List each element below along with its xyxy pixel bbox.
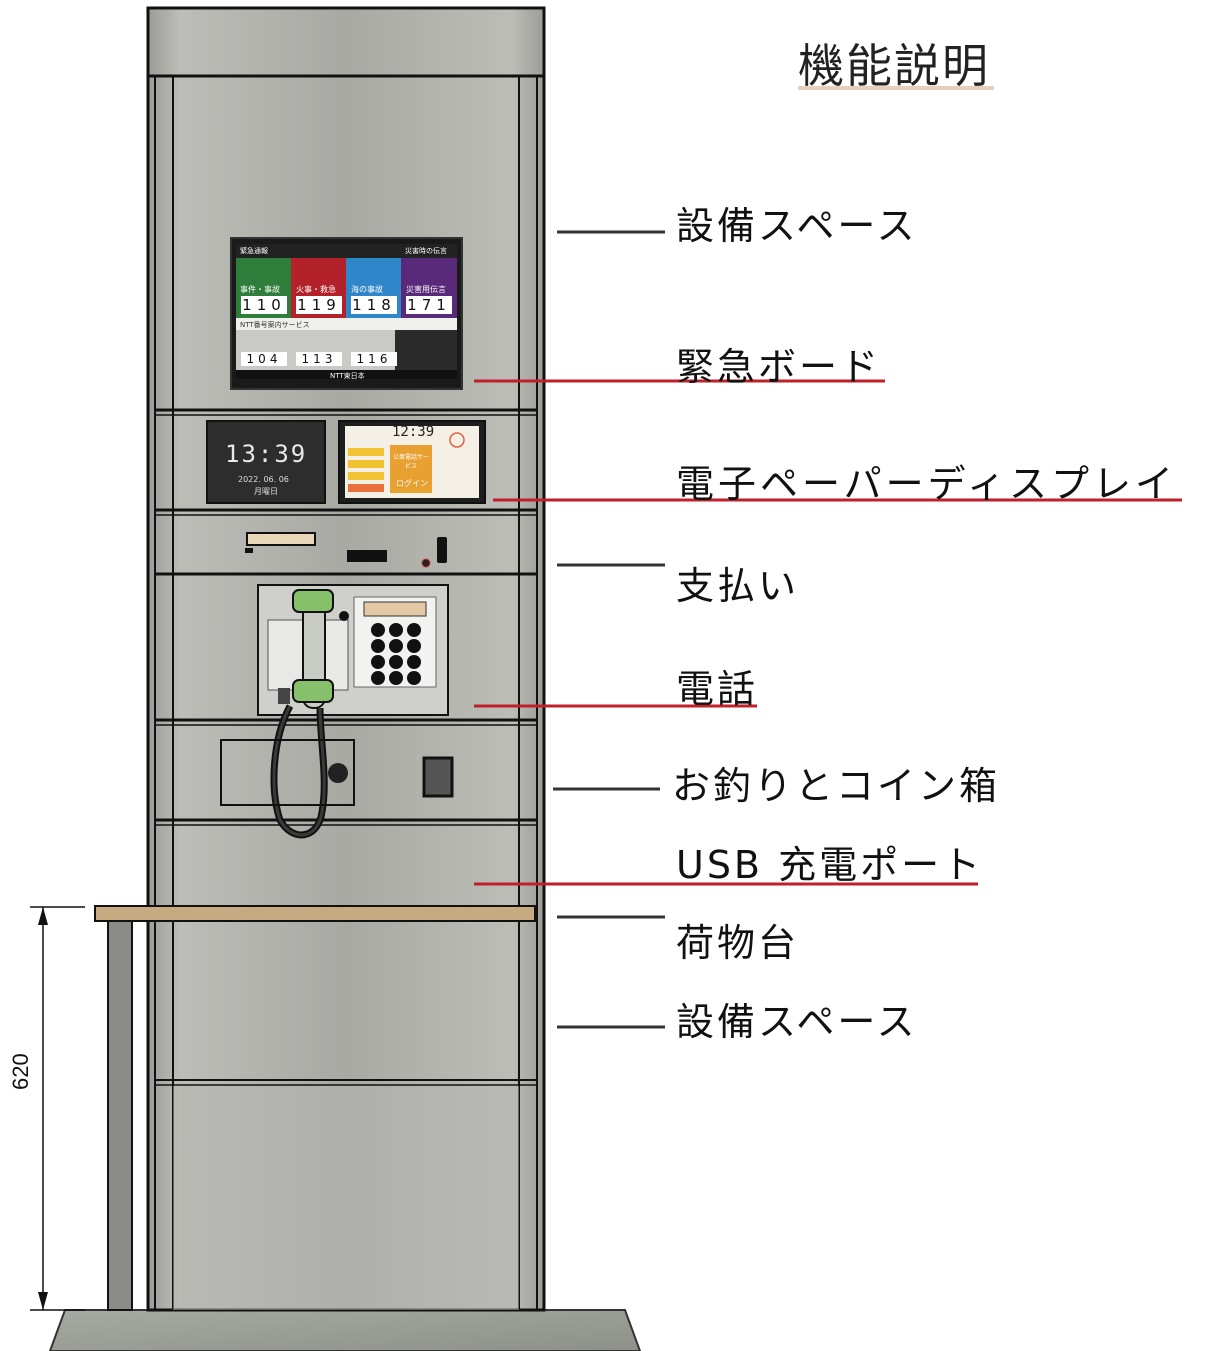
epaper-center: 公衆電話サービス: [393, 454, 430, 470]
tile-110-caption: 事件・事故: [240, 285, 280, 294]
label-e-paper-display: 電子ペーパーディスプレイ: [676, 462, 1177, 506]
tile-119-caption: 火事・救急: [296, 285, 336, 294]
service-116: 116: [351, 352, 397, 366]
coin-box: [422, 756, 454, 798]
dimension-620: 620: [8, 1053, 33, 1090]
label-change-coin-box: お釣りとコイン箱: [672, 764, 1001, 808]
clock-date: 2022. 06. 06: [238, 475, 289, 484]
tile-171-number: 171: [406, 296, 452, 314]
emergency-footer: NTT東日本: [330, 372, 365, 380]
page-title: 機能説明: [798, 39, 990, 93]
keypad: [371, 623, 421, 685]
service-113: 113: [296, 352, 342, 366]
coin-return-box: [220, 739, 355, 806]
epaper-login: ログイン: [396, 479, 428, 488]
luggage-shelf: [94, 905, 536, 922]
shelf-leg: [107, 920, 133, 1311]
label-usb-charging-port: USB 充電ポート: [676, 843, 984, 887]
tile-171-caption: 災害用伝言: [406, 285, 446, 294]
clock-time: 13:39: [225, 440, 308, 468]
card-slot: [246, 532, 316, 546]
services-title: NTT番号案内サービス: [240, 321, 310, 329]
tile-110-number: 110: [241, 296, 287, 314]
label-telephone: 電話: [676, 667, 759, 711]
epaper-time: 12:39: [392, 424, 435, 440]
label-emergency-board: 緊急ボード: [676, 345, 882, 389]
clock-weekday: 月曜日: [254, 487, 278, 496]
tile-118-caption: 海の事故: [351, 285, 383, 294]
label-payment: 支払い: [676, 564, 800, 608]
service-104: 104: [241, 352, 287, 366]
coin-slot: [347, 550, 387, 562]
clock-display: [206, 420, 326, 504]
title-underline: [798, 86, 994, 90]
label-luggage-shelf: 荷物台: [676, 921, 800, 965]
tile-118-number: 118: [351, 296, 397, 314]
label-equipment-space-top: 設備スペース: [676, 204, 918, 248]
tile-119-number: 119: [296, 296, 342, 314]
concrete-base: [48, 1309, 642, 1351]
emergency-header-right: 災害時の伝言: [405, 247, 447, 255]
label-equipment-space-bottom: 設備スペース: [676, 1000, 918, 1044]
emergency-header-left: 緊急通報: [240, 247, 268, 255]
